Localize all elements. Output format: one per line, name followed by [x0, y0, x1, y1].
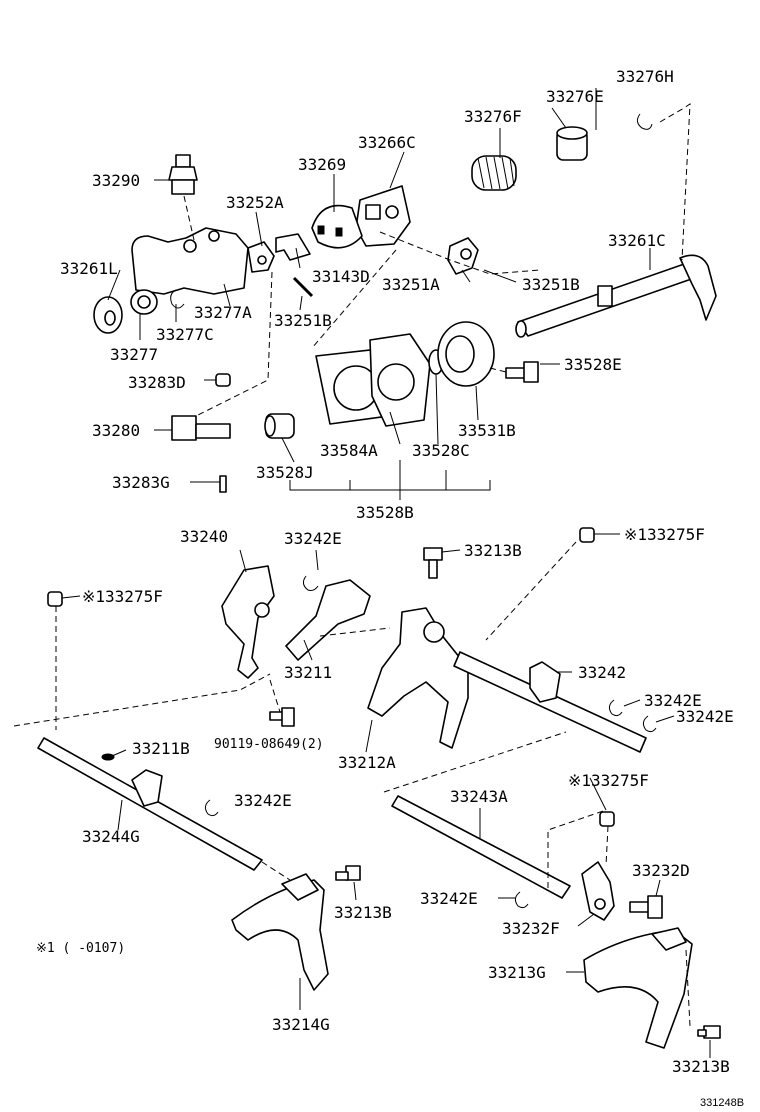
part-33211-interlock [285, 579, 371, 661]
part-33276E-bushing [556, 126, 588, 161]
part-33242E-clip-2 [608, 699, 623, 717]
label-33242E-5: 33242E [420, 889, 478, 908]
part-33213B-bolt-3 [697, 1025, 721, 1039]
label-33276H: 33276H [616, 67, 674, 86]
part-33283D-plug [215, 373, 231, 387]
part-33531B-bearing [437, 321, 495, 387]
part-33280-sensor [171, 415, 231, 441]
figure-code: 331248B [700, 1097, 744, 1109]
part-33214G-fork [231, 873, 329, 991]
part-33283G-pin [219, 475, 227, 493]
label-33290: 33290 [92, 171, 140, 190]
part-33251A-lever [447, 237, 479, 275]
part-33275F-plug-3 [599, 811, 615, 827]
label-33242E-1: 33242E [284, 529, 342, 548]
label-33251B-2: 33251B [274, 311, 332, 330]
part-33213B-bolt-2 [335, 865, 361, 881]
label-33232F: 33232F [502, 919, 560, 938]
label-33242: 33242 [578, 663, 626, 682]
part-33266C-block [355, 185, 411, 247]
part-33242-shaft [453, 651, 647, 753]
part-33242E-clip-5 [514, 891, 529, 909]
label-33261C: 33261C [608, 231, 666, 250]
label-33213B-3: 33213B [672, 1057, 730, 1076]
part-33528E-bolt [505, 361, 539, 383]
part-cover [369, 333, 431, 427]
part-33143D-clip [275, 233, 311, 261]
part-33242E-clip-4 [204, 799, 219, 817]
part-33232D-bolt [629, 895, 663, 919]
label-33242E-3: 33242E [676, 707, 734, 726]
label-33528C: 33528C [412, 441, 470, 460]
label-33275F-3: ※133275F [568, 771, 649, 790]
label-33213G: 33213G [488, 963, 546, 982]
part-33242E-clip-1 [302, 575, 319, 591]
label-33212A: 33212A [338, 753, 396, 772]
label-90119-08649: 90119-08649(2) [214, 737, 324, 752]
part-33252A-bracket [247, 241, 275, 273]
label-33232D: 33232D [632, 861, 690, 880]
label-33243A: 33243A [450, 787, 508, 806]
part-33276H-clip [636, 113, 653, 130]
label-33244G: 33244G [82, 827, 140, 846]
label-33531B: 33531B [458, 421, 516, 440]
label-33584A: 33584A [320, 441, 378, 460]
label-33251B-1: 33251B [522, 275, 580, 294]
label-33275F-1: ※133275F [624, 525, 705, 544]
label-33283D: 33283D [128, 373, 186, 392]
label-33251A: 33251A [382, 275, 440, 294]
label-33276F: 33276F [464, 107, 522, 126]
part-33290-switch [168, 154, 198, 195]
dashed-alignment-lines [13, 103, 691, 1027]
label-33269: 33269 [298, 155, 346, 174]
part-33244G-shaft [37, 737, 263, 871]
part-housing [131, 227, 249, 295]
label-33240: 33240 [180, 527, 228, 546]
part-33213G-fork [583, 927, 693, 1049]
label-33528E: 33528E [564, 355, 622, 374]
label-33280: 33280 [92, 421, 140, 440]
part-33240-lever [221, 565, 275, 679]
label-33214G: 33214G [272, 1015, 330, 1034]
label-33275F-2: ※133275F [82, 587, 163, 606]
part-33242E-clip-3 [642, 715, 657, 733]
part-33261L-cap [93, 296, 123, 334]
part-33277C-clip [170, 289, 185, 309]
part-33251B-pin [292, 276, 314, 298]
part-33213B-bolt-1 [423, 547, 443, 579]
label-33277A: 33277A [194, 303, 252, 322]
label-33211B: 33211B [132, 739, 190, 758]
label-33213B-1: 33213B [464, 541, 522, 560]
label-33277C: 33277C [156, 325, 214, 344]
label-33261L: 33261L [60, 259, 118, 278]
label-33143D: 33143D [312, 267, 370, 286]
part-33528J-bushing [264, 413, 295, 439]
part-33276F-spring [471, 155, 517, 191]
label-33266C: 33266C [358, 133, 416, 152]
part-33269-plate [311, 204, 363, 249]
label-33528J: 33528J [256, 463, 314, 482]
label-33242E-4: 33242E [234, 791, 292, 810]
part-33261C-shaft [515, 254, 717, 338]
part-33232F-block [581, 861, 615, 921]
footnote-text: ※1 ( -0107) [36, 941, 125, 956]
part-labels: 33276H 33276E 33276F 33266C 33269 33290 … [36, 67, 744, 1109]
part-33243A-shaft [391, 795, 571, 899]
label-33242E-2: 33242E [644, 691, 702, 710]
label-33252A: 33252A [226, 193, 284, 212]
part-33275F-plug-2 [47, 591, 63, 607]
label-33276E: 33276E [546, 87, 604, 106]
leader-lines [61, 88, 711, 1058]
part-90119-bolt [269, 707, 295, 727]
label-33528B: 33528B [356, 503, 414, 522]
label-33277: 33277 [110, 345, 158, 364]
label-33213B-2: 33213B [334, 903, 392, 922]
part-33212A-fork [367, 607, 469, 749]
part-33275F-plug-1 [579, 527, 595, 543]
part-33277-seal [130, 289, 158, 315]
label-33283G: 33283G [112, 473, 170, 492]
label-33211: 33211 [284, 663, 332, 682]
